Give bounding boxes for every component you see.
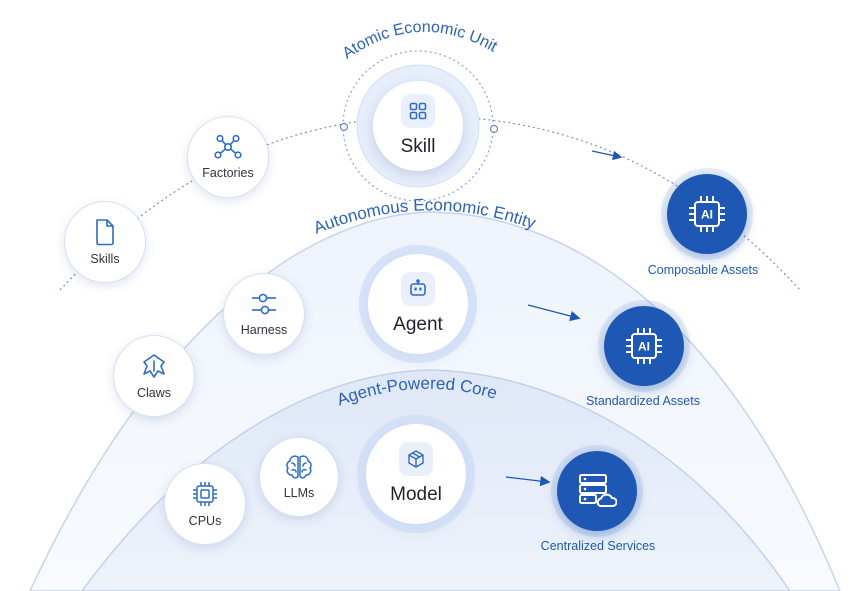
harness-label: Harness — [240, 323, 288, 337]
llms-node[interactable]: LLMs — [259, 437, 339, 517]
llms-label: LLMs — [283, 486, 315, 500]
factories-label: Factories — [202, 166, 254, 180]
model-label: Model — [390, 484, 442, 505]
brain-icon — [286, 455, 312, 479]
centralized-services-node[interactable] — [557, 451, 637, 531]
ai-chip-icon: AI — [626, 328, 662, 364]
skills-node[interactable]: Skills — [64, 201, 146, 283]
claw-icon — [143, 354, 165, 378]
cpus-node[interactable]: CPUs — [164, 463, 246, 545]
arrow-to-centralized — [505, 475, 551, 487]
factories-node[interactable]: Factories — [187, 116, 269, 198]
network-icon — [214, 134, 242, 159]
document-icon — [96, 219, 114, 246]
grid-icon — [401, 94, 435, 128]
skill-label: Skill — [400, 136, 436, 157]
skills-label: Skills — [90, 252, 120, 266]
standardized-assets-label: Standardized Assets — [586, 394, 700, 408]
claws-label: Claws — [136, 386, 172, 400]
composable-assets-label: Composable Assets — [647, 263, 759, 277]
server-cloud-icon — [579, 474, 617, 507]
arrow-to-composable — [591, 150, 623, 161]
composable-assets-node[interactable]: AI — [667, 174, 747, 254]
standardized-assets-node[interactable]: AI — [604, 306, 684, 386]
sliders-icon — [252, 293, 276, 315]
robot-icon — [401, 272, 435, 306]
harness-node[interactable]: Harness — [223, 273, 305, 355]
ai-badge-text: AI — [638, 340, 650, 354]
ring-title-top: Atomic Economic Unit — [340, 19, 501, 63]
ai-chip-icon: AI — [689, 196, 725, 232]
connector-dot-left — [339, 122, 349, 132]
cube-icon — [399, 442, 433, 476]
chip-icon — [193, 482, 217, 506]
agent-label: Agent — [393, 314, 443, 335]
agent-node[interactable]: Agent — [368, 254, 468, 354]
skill-node[interactable]: Skill — [373, 81, 463, 171]
ai-badge-text: AI — [701, 208, 713, 222]
connector-dot-right — [489, 124, 499, 134]
arrow-to-standardized — [527, 304, 581, 322]
centralized-services-label: Centralized Services — [540, 539, 656, 553]
model-node[interactable]: Model — [366, 424, 466, 524]
cpus-label: CPUs — [188, 514, 222, 528]
claws-node[interactable]: Claws — [113, 335, 195, 417]
